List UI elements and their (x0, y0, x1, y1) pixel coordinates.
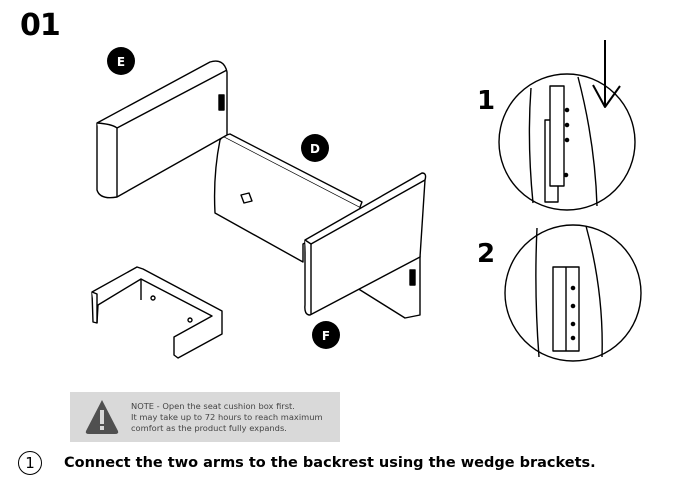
svg-text:2: 2 (477, 239, 495, 269)
arm-e (96, 60, 228, 199)
step-number: 01 (20, 8, 61, 43)
svg-text:1: 1 (477, 86, 495, 116)
note-line: It may take up to 72 hours to reach maxi… (131, 412, 323, 422)
instruction: 1 Connect the two arms to the backrest u… (18, 451, 596, 475)
svg-text:E: E (117, 55, 125, 69)
note-text: NOTE - Open the seat cushion box first. … (131, 401, 323, 434)
note-line: comfort as the product fully expands. (131, 423, 287, 433)
svg-text:D: D (310, 142, 320, 156)
detail-step-1: 1 (477, 40, 636, 211)
wedge-bracket (91, 266, 223, 359)
note-box: NOTE - Open the seat cushion box first. … (70, 392, 340, 442)
part-label-e: E (107, 47, 135, 75)
warning-icon (85, 400, 119, 434)
arm-f (304, 172, 427, 319)
note-line: NOTE - Open the seat cushion box first. (131, 401, 295, 411)
part-label-f: F (312, 321, 340, 349)
part-label-d: D (301, 134, 329, 162)
detail-step-2: 2 (477, 224, 642, 362)
instruction-text: Connect the two arms to the backrest usi… (64, 455, 596, 471)
svg-text:F: F (322, 329, 330, 343)
instruction-index: 1 (18, 451, 42, 475)
